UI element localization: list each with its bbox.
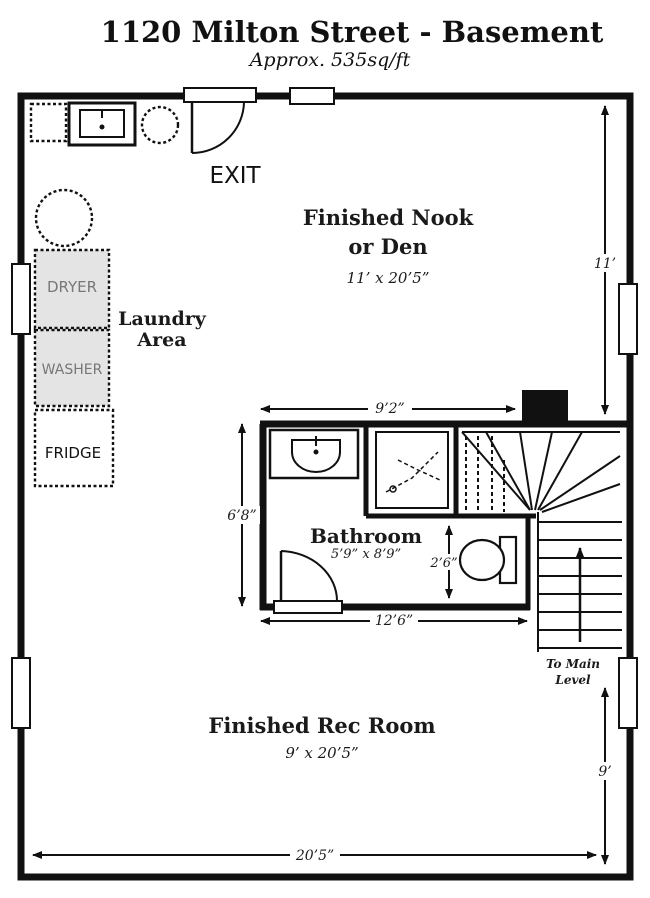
bath-top-width-label: 9’2”	[375, 401, 404, 417]
fixture-round-dashed-small	[140, 105, 180, 145]
stairs-label-1: To Main	[546, 657, 600, 671]
plan-subtitle: Approx. 535sq/ft	[248, 49, 411, 71]
bathroom-dims: 5’9” x 8’9”	[331, 547, 401, 562]
fixture-square-dashed	[29, 102, 68, 143]
toilet-clearance-label: 2’6”	[429, 556, 457, 571]
windows	[11, 87, 638, 729]
exit-door	[183, 87, 257, 154]
window-left-upper	[11, 263, 31, 335]
exit-label: EXIT	[209, 163, 261, 189]
window-top	[289, 87, 335, 105]
rec-room-dims: 9’ x 20’5”	[285, 744, 358, 762]
shower-stall	[375, 431, 449, 509]
stairs	[537, 512, 622, 652]
nook-label-1: Finished Nook	[303, 205, 474, 230]
total-width-label: 20’5”	[295, 848, 334, 864]
washer-label: WASHER	[42, 362, 103, 378]
rec-room-label: Finished Rec Room	[208, 713, 435, 738]
bathroom-door	[273, 550, 343, 614]
bath-height-label: 6’8”	[227, 508, 256, 524]
window-right-upper	[618, 283, 638, 355]
nook-height-label: 11’	[594, 256, 616, 272]
fridge-label: FRIDGE	[45, 444, 101, 462]
dryer-label: DRYER	[47, 278, 97, 296]
fridge	[33, 408, 115, 488]
laundry-label-2: Area	[136, 329, 186, 351]
window-left-lower	[11, 657, 31, 729]
interior-walls	[259, 420, 630, 611]
nook-label-2: or Den	[348, 234, 427, 259]
bath-bottom-width-label: 12’6”	[375, 613, 413, 629]
water-heater	[34, 188, 94, 248]
toilet	[458, 535, 518, 585]
plan-title: 1120 Milton Street - Basement	[101, 15, 604, 49]
rec-height-label: 9’	[598, 764, 611, 780]
laundry-label-1: Laundry	[118, 308, 207, 330]
stairs-label-2: Level	[554, 673, 591, 687]
window-right-lower	[618, 657, 638, 729]
bathroom-label: Bathroom	[310, 524, 422, 548]
nook-dims: 11’ x 20’5”	[347, 269, 430, 287]
laundry-sink	[67, 101, 137, 147]
washer	[33, 328, 111, 408]
stair-landing	[461, 431, 621, 513]
chimney-block	[522, 390, 568, 422]
bathroom-sink	[268, 428, 360, 480]
dryer	[33, 248, 111, 330]
